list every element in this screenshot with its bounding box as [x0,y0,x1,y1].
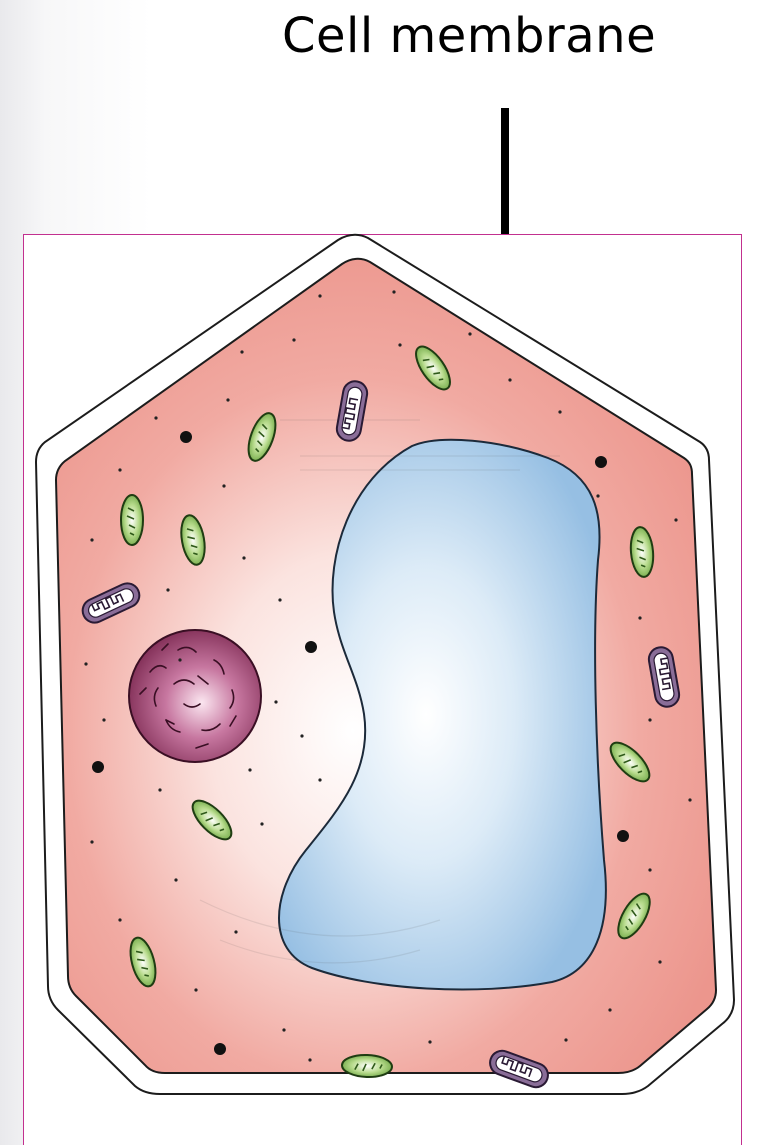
nucleus [129,630,261,762]
chloroplast [342,1054,393,1078]
chloroplast [121,495,143,545]
